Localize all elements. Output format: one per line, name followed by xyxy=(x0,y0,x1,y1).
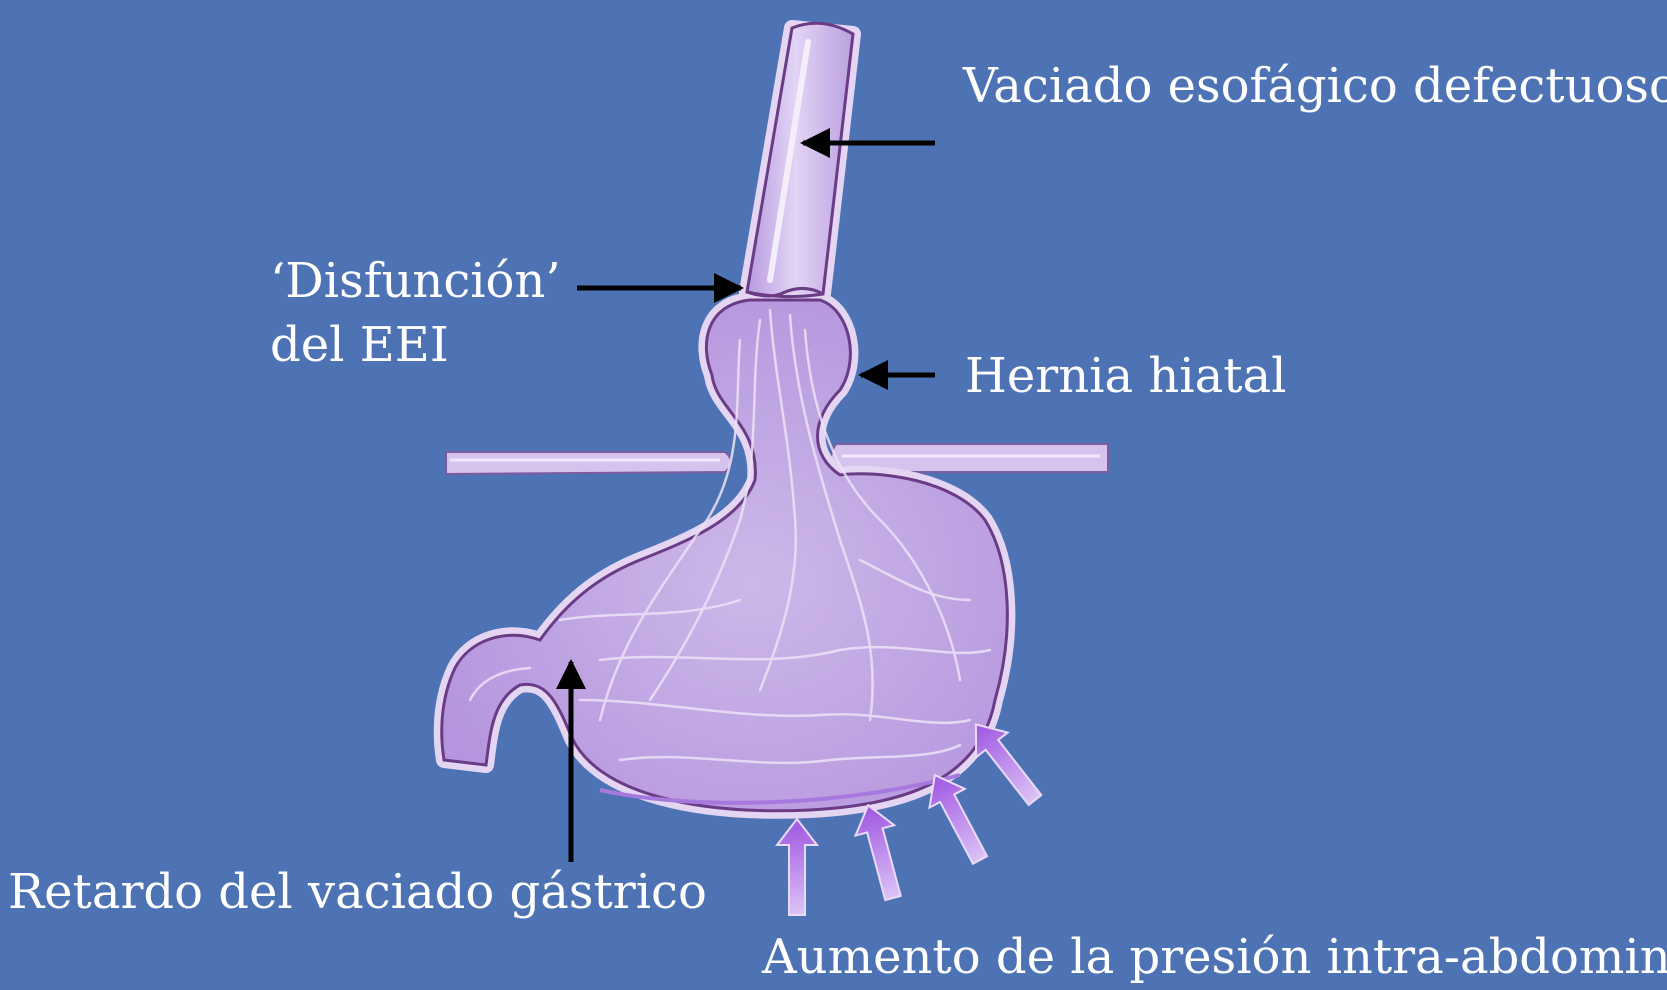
label-gastric-emptying-delay: Retardo del vaciado gástrico xyxy=(8,862,707,922)
label-hiatal-hernia: Hernia hiatal xyxy=(965,346,1287,406)
label-intra-abdominal-pressure: Aumento de la presión intra-abdominal xyxy=(762,927,1667,987)
label-les-dysfunction-line1: ‘Disfunción’ xyxy=(270,251,561,311)
label-les-dysfunction-line2: del EEI xyxy=(270,315,449,375)
label-esophageal-emptying: Vaciado esofágico defectuoso xyxy=(963,56,1667,116)
purple-up-arrow-icon xyxy=(777,819,817,915)
purple-up-arrow-icon xyxy=(849,800,912,903)
